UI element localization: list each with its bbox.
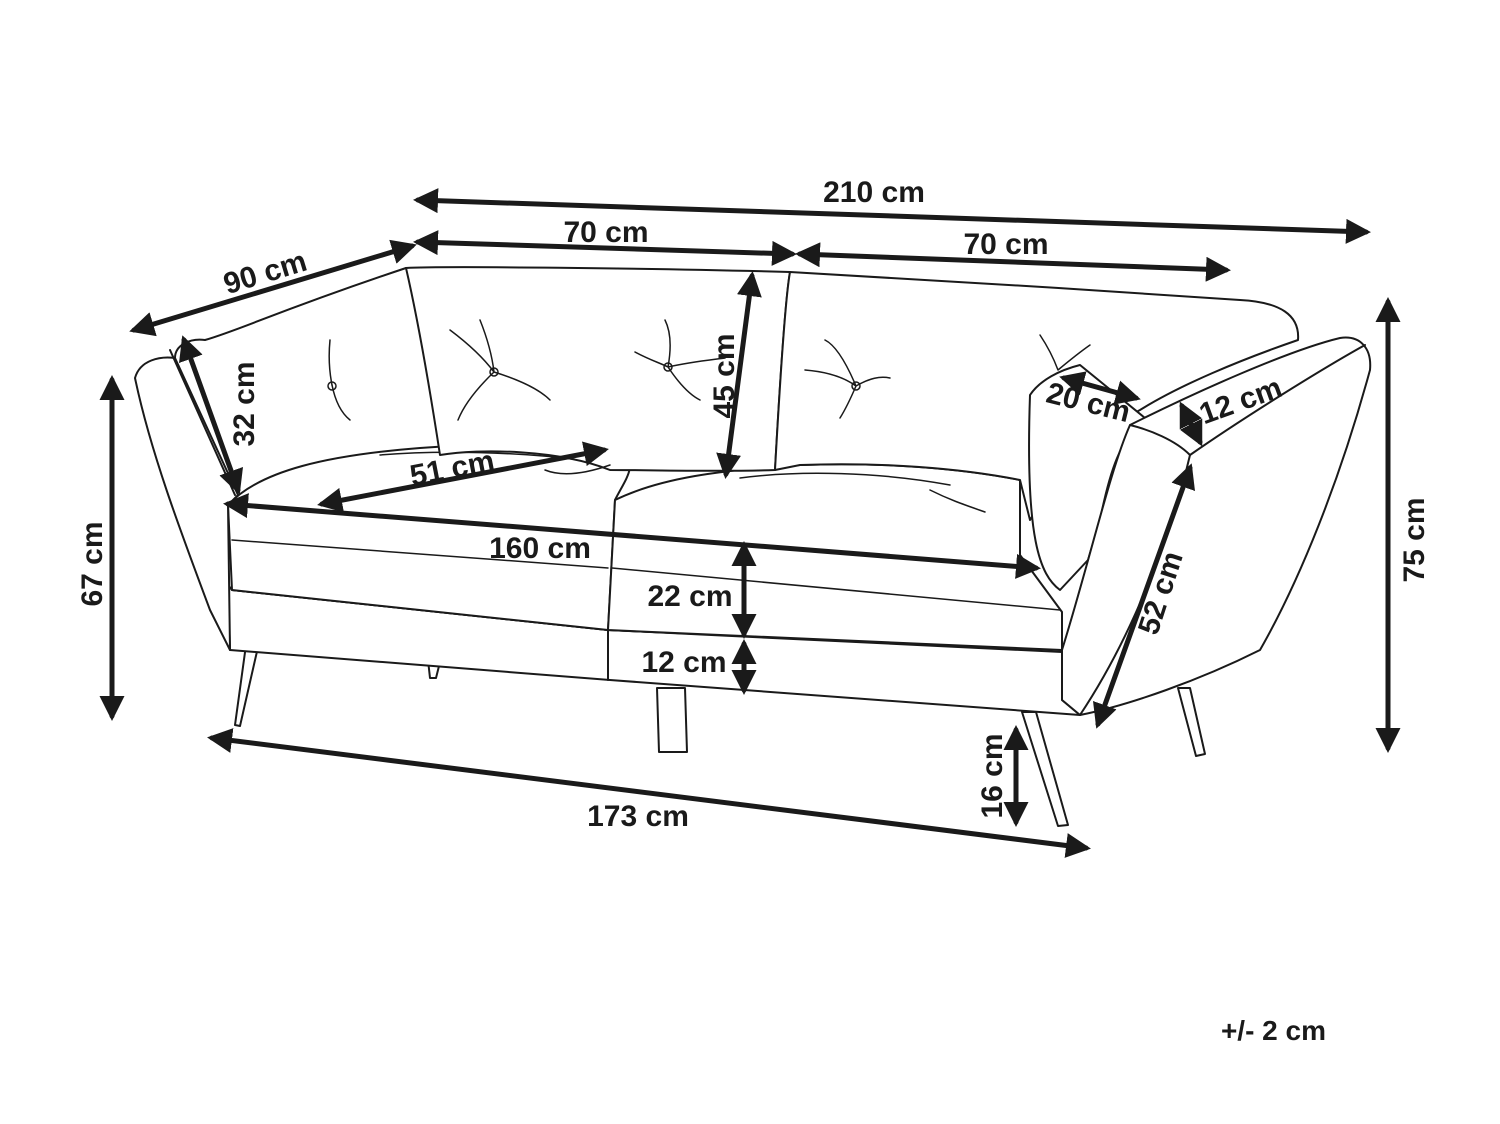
- dim-line-overall-width: [413, 188, 1371, 244]
- dimension-lines: [99, 188, 1401, 858]
- dim-line-armrest-length: [1093, 463, 1195, 729]
- label-overall-height: 75 cm: [1398, 497, 1431, 582]
- tolerance-note: +/- 2 cm: [1221, 1015, 1326, 1046]
- dim-line-seat-width: [223, 493, 1041, 579]
- dim-line-armrest-width: [1179, 401, 1203, 447]
- dim-line-armrest-inner-height: [179, 335, 243, 495]
- label-base-height: 12 cm: [641, 646, 726, 679]
- dim-line-pillow-width: [1059, 371, 1141, 405]
- dim-line-back-cushion-right: [795, 242, 1231, 282]
- label-base-width: 173 cm: [587, 800, 689, 833]
- dim-line-depth: [129, 239, 417, 337]
- label-back-cushion-height: 45 cm: [708, 333, 741, 418]
- label-armrest-inner-height: 32 cm: [228, 361, 261, 446]
- label-back-cushion-right: 70 cm: [963, 228, 1048, 261]
- dim-line-back-cushion-height: [716, 271, 762, 479]
- label-seat-cushion-height: 22 cm: [647, 580, 732, 613]
- label-arm-height: 67 cm: [76, 521, 109, 606]
- label-overall-width: 210 cm: [823, 176, 925, 209]
- dim-line-base-width: [207, 728, 1091, 858]
- label-leg-height: 16 cm: [976, 733, 1009, 818]
- label-back-cushion-left: 70 cm: [563, 216, 648, 249]
- label-seat-width: 160 cm: [489, 532, 591, 565]
- dim-line-back-cushion-left: [413, 230, 797, 266]
